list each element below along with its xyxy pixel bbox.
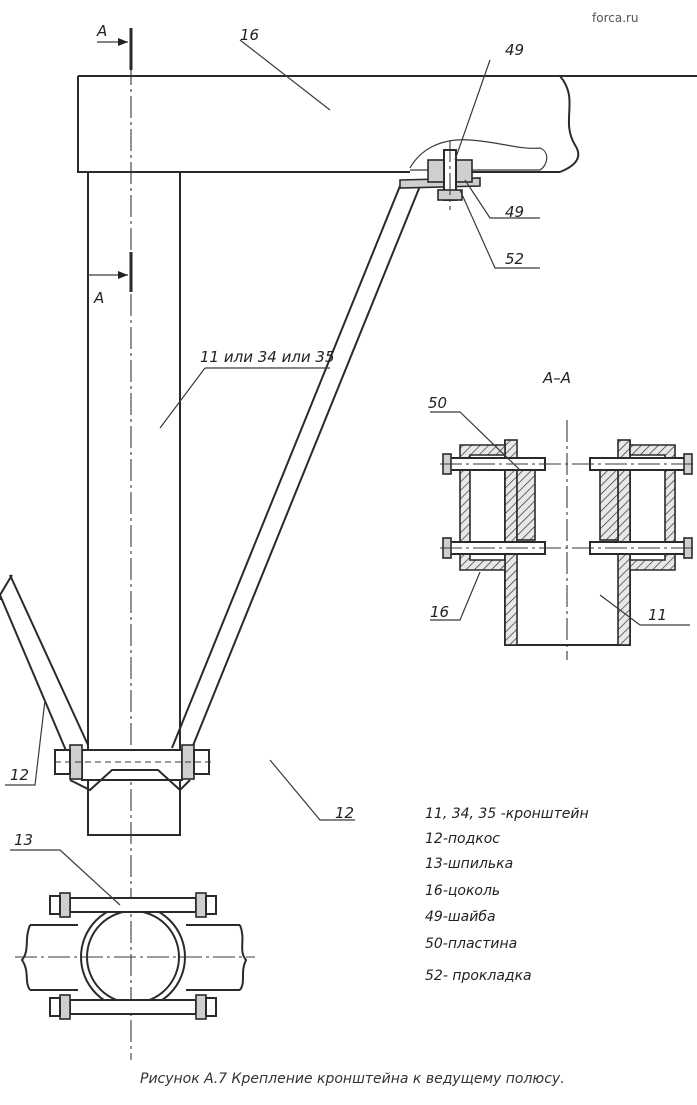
callout-16-section: 16 [430,603,449,621]
legend-item: 50-пластина [425,936,517,952]
section-mark-bottom: A [93,289,104,307]
legend-item: 13-шпилька [425,856,513,872]
section-title: A–A [542,369,571,387]
legend-item: 49-шайба [425,909,496,925]
section-mark-top: A [96,22,107,40]
pole-pipe-section [15,892,255,1020]
strut-12-left [0,574,89,761]
legend: 11, 34, 35 -кронштейн 12-подкос 13-шпиль… [425,806,589,984]
watermark-text: forca.ru [592,11,639,25]
base-plate-16 [77,75,697,173]
post-clamp [54,744,215,792]
callout-12-right: 12 [335,804,354,822]
legend-item: 11, 34, 35 -кронштейн [425,806,589,822]
legend-item: 52- прокладка [425,968,532,984]
legend-item: 16-цоколь [425,883,500,899]
callout-16-top: 16 [240,26,259,44]
figure-caption: Рисунок А.7 Крепление кронштейна к ведущ… [140,1071,565,1087]
callout-49-top: 49 [505,41,524,59]
callout-12-left: 12 [10,766,29,784]
bracket-post [87,172,181,836]
callout-11-section: 11 [648,606,667,624]
legend-item: 12-подкос [425,831,500,847]
callout-13: 13 [14,831,33,849]
callout-52: 52 [505,250,524,268]
main-view: A A [0,22,697,1060]
leaders [5,39,540,906]
callout-50: 50 [428,394,447,412]
section-a-a: A–A 50 16 11 [428,369,695,660]
strut-12-right [171,185,421,749]
callout-11-34-35: 11 или 34 или 35 [200,348,335,366]
callout-49-bottom: 49 [505,203,524,221]
